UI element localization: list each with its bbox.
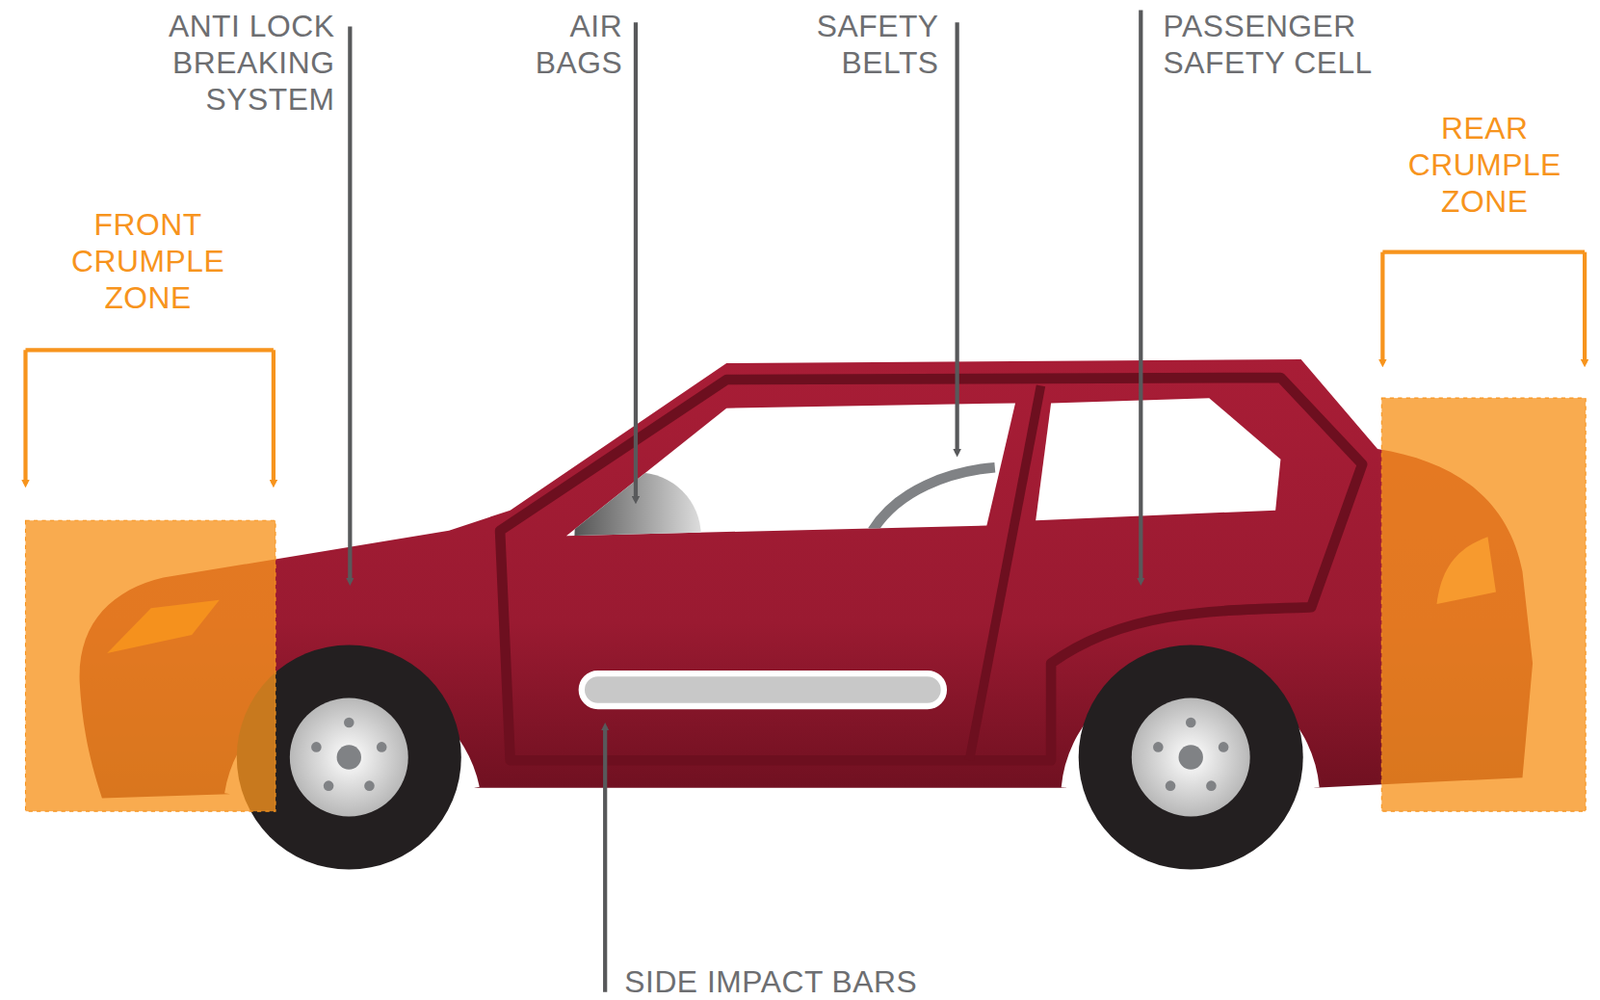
zone-label: FRONT CRUMPLE ZONE [46, 206, 251, 316]
zone-bracket [25, 347, 273, 352]
steering-wheel [872, 467, 996, 531]
side-impact-bar [581, 673, 945, 707]
part-label: SIDE IMPACT BARS [624, 963, 918, 1000]
rear-window [1035, 397, 1281, 521]
zone-label: REAR CRUMPLE ZONE [1382, 109, 1587, 220]
leader-line [349, 10, 1141, 993]
rear-crumple-zone [1381, 397, 1586, 812]
zone-bracket [1382, 250, 1585, 255]
part-label: PASSENGER SAFETY CELL [1163, 7, 1409, 81]
front-crumple-zone [25, 520, 276, 812]
wheel [1078, 644, 1304, 869]
part-label: ANTI LOCK BREAKING SYSTEM [120, 7, 335, 118]
part-label: AIR BAGS [510, 7, 624, 81]
part-label: SAFETY BELTS [786, 7, 940, 81]
